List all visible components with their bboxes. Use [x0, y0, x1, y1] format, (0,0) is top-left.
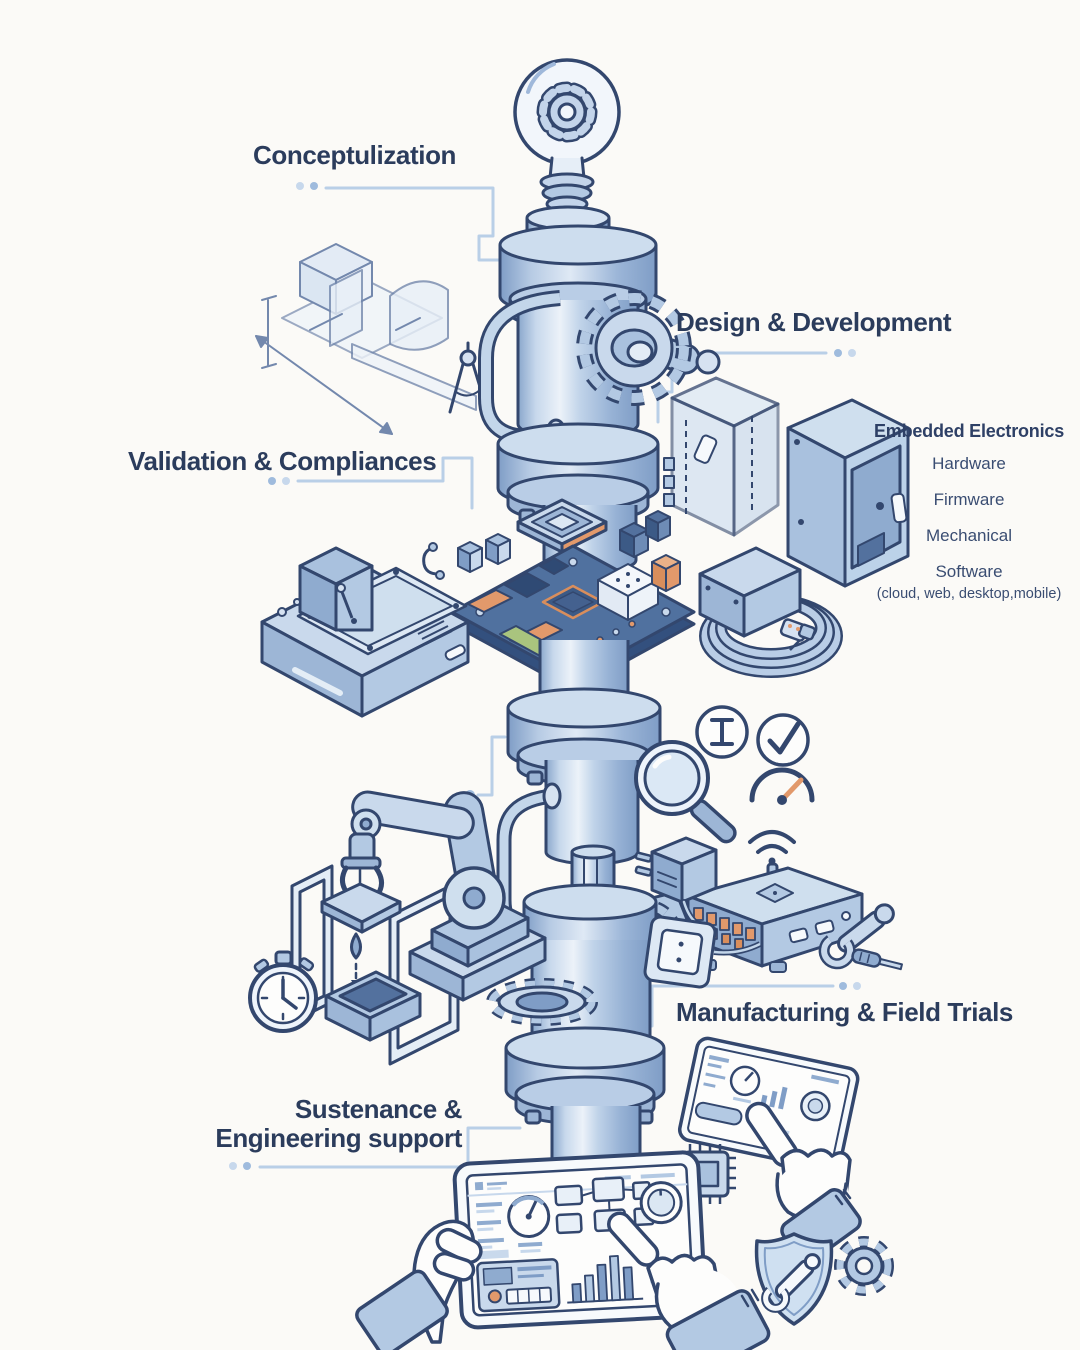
enclosure-shell-icon [663, 376, 780, 537]
power-adapter-icon [634, 836, 718, 933]
cable-connector [779, 618, 817, 651]
idea-bulb-gear-icon [513, 58, 621, 221]
shield-wrench-icon [754, 1232, 834, 1326]
stage-label-conceptualization: Conceptulization [253, 140, 457, 170]
stage-label-sustenance: Sustenance & Engineering support [190, 1095, 462, 1153]
stage-label-design: Design & Development [676, 307, 952, 337]
embedded-device-icon [786, 398, 910, 588]
test-fixture-icon [260, 546, 470, 718]
stage-label-validation: Validation & Compliances [128, 446, 437, 476]
wrench-icon [818, 903, 895, 970]
robot-arm-icon [320, 790, 547, 1042]
machine-column [422, 205, 721, 1177]
cad-sketch-icon [255, 243, 477, 435]
gauge-icon [749, 767, 815, 805]
embedded-electronics-title: Embedded Electronics [873, 421, 1065, 441]
embedded-electronics-block: Embedded Electronics Hardware Firmware M… [858, 421, 1080, 602]
ibeam-circle-icon [695, 705, 749, 759]
wall-plate-icon [643, 915, 762, 989]
stage-label-manufacturing: Manufacturing & Field Trials [676, 997, 1013, 1027]
embedded-item-hardware: Hardware [932, 454, 1006, 473]
mini-bar-chart [567, 1255, 644, 1304]
tablet-dashboard-icon [452, 1150, 708, 1330]
screwdriver-icon [851, 948, 903, 971]
holding-hand-left-icon [355, 1219, 483, 1350]
bulb-gear-icon [536, 81, 598, 143]
cable-reel-icon [698, 546, 843, 678]
embedded-software-platforms: (cloud, web, desktop,mobile) [876, 586, 1062, 602]
check-circle-icon [756, 713, 810, 767]
stopwatch-icon [248, 950, 318, 1033]
maintenance-gear-icon [834, 1236, 894, 1296]
collar-ring-gear [486, 978, 598, 1026]
wifi-icon [748, 830, 796, 865]
magnifier-icon [634, 740, 737, 844]
embedded-item-software: Software [935, 562, 1003, 581]
sustenance-line-1: Sustenance & [294, 1094, 463, 1124]
pcb-board-icon [450, 544, 696, 692]
holding-hand-right-icon [607, 1211, 771, 1350]
embedded-item-firmware: Firmware [933, 490, 1005, 509]
drive-gear-icon [576, 290, 721, 406]
sustenance-line-2: Engineering support [215, 1123, 462, 1153]
embedded-item-mechanical: Mechanical [926, 526, 1012, 545]
loose-components [422, 510, 681, 592]
